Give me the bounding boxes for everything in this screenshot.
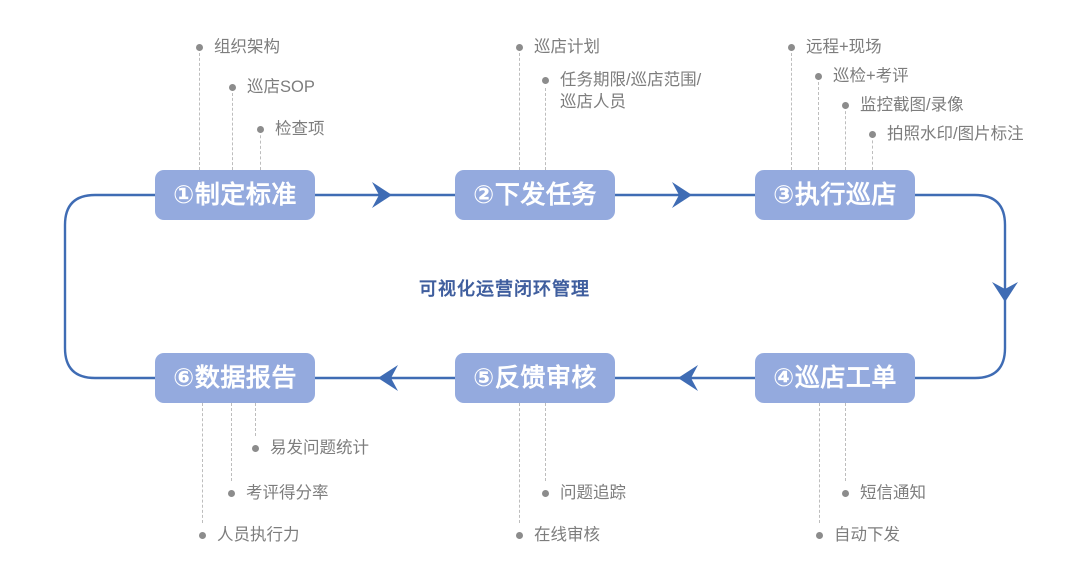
node-step-3[interactable]: ③执行巡店 [755,170,915,220]
leaf-item: 拍照水印/图片标注 [869,124,1024,146]
node-label: ①制定标准 [173,180,297,209]
leaf-item: 短信通知 [842,483,926,505]
leaf-label: 巡店计划 [534,38,600,56]
leaf-label: 自动下发 [834,526,900,544]
edge-n4-n5 [615,365,755,391]
leaf-item: 自动下发 [816,525,900,547]
leader-line [199,48,200,170]
leaf-item: 人员执行力 [199,525,300,547]
leaf-label: 人员执行力 [217,526,300,544]
leader-line [232,88,233,170]
bullet-dot-icon [516,44,523,52]
leaf-label: 远程+现场 [806,38,882,56]
leaf-label: 任务期限/巡店范围/ 巡店人员 [560,71,702,111]
leaf-item: 监控截图/录像 [842,95,964,117]
leaf-label: 监控截图/录像 [860,96,964,114]
leaf-item: 任务期限/巡店范围/ 巡店人员 [542,70,701,114]
leader-line [519,403,520,523]
leader-line [545,88,546,170]
edge-n1-n2 [315,182,455,208]
leaf-item: 远程+现场 [788,37,882,59]
edge-n3-n4 [915,193,1018,380]
leaf-label: 考评得分率 [246,484,329,502]
leaf-label: 短信通知 [860,484,926,502]
leaf-label: 检查项 [275,120,325,138]
leader-line [872,135,873,170]
leaf-item: 问题追踪 [542,483,626,505]
node-step-4[interactable]: ④巡店工单 [755,353,915,403]
leaf-item: 考评得分率 [228,483,329,505]
leader-line [818,77,819,170]
bullet-dot-icon [196,44,203,52]
bullet-dot-icon [199,532,206,540]
bullet-dot-icon [228,490,235,498]
bullet-dot-icon [816,532,823,540]
bullet-dot-icon [229,84,236,92]
bullet-dot-icon [542,490,549,498]
leaf-item: 检查项 [257,119,325,141]
edge-n2-n3 [615,182,755,208]
bullet-dot-icon [542,77,549,84]
bullet-dot-icon [252,445,259,453]
leader-line [519,48,520,170]
leader-line [845,403,846,481]
leaf-label: 组织架构 [214,38,280,56]
leader-line [202,403,203,523]
leader-line [260,130,261,170]
bullet-dot-icon [516,532,523,540]
leader-line [819,403,820,523]
node-label: ②下发任务 [473,180,597,209]
node-step-5[interactable]: ⑤反馈审核 [455,353,615,403]
node-step-1[interactable]: ①制定标准 [155,170,315,220]
bullet-dot-icon [815,73,822,81]
node-label: ③执行巡店 [773,180,897,209]
leaf-item: 巡检+考评 [815,66,909,88]
bullet-dot-icon [257,126,264,134]
leaf-label: 问题追踪 [560,484,626,502]
leader-line [545,403,546,481]
leaf-item: 巡店SOP [229,77,315,99]
bullet-dot-icon [869,131,876,139]
leaf-item: 在线审核 [516,525,600,547]
leaf-label: 易发问题统计 [270,439,369,457]
node-label: ⑥数据报告 [173,363,297,392]
bullet-dot-icon [842,102,849,110]
leader-line [231,403,232,481]
edge-n6-n1 [63,193,155,380]
leaf-label: 巡店SOP [247,78,315,96]
leader-line [255,403,256,436]
leaf-label: 巡检+考评 [833,67,909,85]
leaf-item: 易发问题统计 [252,438,369,460]
node-label: ⑤反馈审核 [473,363,597,392]
node-label: ④巡店工单 [773,363,897,392]
node-step-6[interactable]: ⑥数据报告 [155,353,315,403]
center-caption: 可视化运营闭环管理 [419,279,590,299]
leaf-label: 拍照水印/图片标注 [887,125,1024,143]
bullet-dot-icon [842,490,849,498]
leader-line [791,48,792,170]
leader-line [845,106,846,170]
bullet-dot-icon [788,44,795,52]
node-step-2[interactable]: ②下发任务 [455,170,615,220]
leaf-item: 组织架构 [196,37,280,59]
leaf-label: 在线审核 [534,526,600,544]
leaf-item: 巡店计划 [516,37,600,59]
edge-n5-n6 [315,365,455,391]
